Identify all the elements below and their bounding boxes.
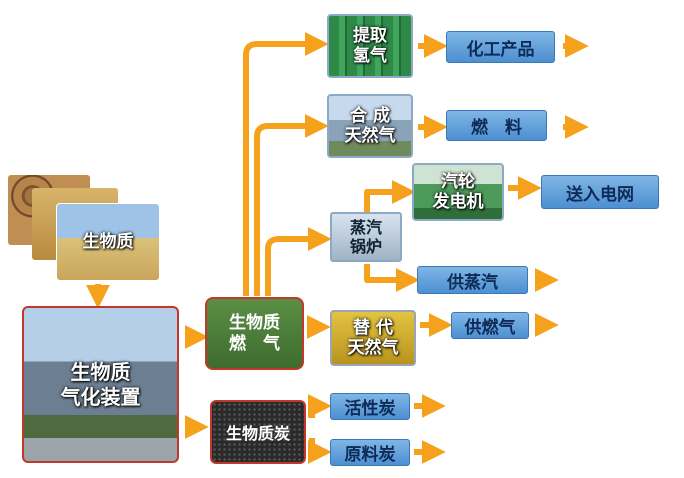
gas-supply-label: 供燃气 [464, 318, 516, 338]
fuel-label: 燃 料 [471, 118, 522, 138]
arrow-gas-to-natgas [254, 114, 329, 296]
arrow-char-to-rawchar [307, 438, 332, 464]
grid-box: 送入电网 [541, 175, 659, 209]
biomass-gas-box: 生物质 燃 气 [205, 297, 304, 370]
arrow-char-to-activated [307, 394, 332, 418]
fuel-box: 燃 料 [446, 110, 547, 141]
raw-char-box: 原料炭 [330, 439, 410, 466]
arrow-gas-to-boiler [265, 227, 332, 296]
raw-char-label: 原料炭 [344, 445, 396, 465]
gasifier-box: 生物质 气化装置 [22, 306, 179, 463]
steam-supply-label: 供蒸汽 [447, 272, 498, 293]
grid-label: 送入电网 [566, 184, 634, 205]
biomass-label: 生物质 [82, 232, 134, 252]
hydrogen-label: 提取 氢气 [353, 26, 387, 66]
turbine-label: 汽轮 发电机 [432, 172, 484, 212]
gas-supply-box: 供燃气 [451, 312, 529, 339]
biomass-char-box: 生物质炭 [210, 400, 306, 464]
chemicals-box: 化工产品 [446, 31, 555, 63]
boiler-label: 蒸汽 锅炉 [349, 218, 382, 256]
activated-carbon-box: 活性炭 [330, 393, 410, 420]
arrow-boiler-to-steam [364, 264, 420, 292]
arrow-boiler-to-turbine [364, 180, 416, 213]
natural-gas-box: 合 成 天然气 [327, 94, 413, 158]
turbine-box: 汽轮 发电机 [412, 163, 504, 221]
substitute-gas-label: 替 代 天然气 [347, 318, 399, 358]
biomass-photo: 生物质 [56, 203, 160, 281]
biomass-char-label: 生物质炭 [225, 424, 290, 443]
arrow-gas-to-hydrogen [243, 32, 329, 296]
activated-carbon-label: 活性炭 [344, 399, 396, 419]
biomass-gas-label: 生物质 燃 气 [229, 312, 280, 354]
steam-supply-box: 供蒸汽 [417, 266, 528, 294]
gasifier-label: 生物质 气化装置 [60, 359, 141, 409]
hydrogen-box: 提取 氢气 [327, 14, 413, 78]
chemicals-label: 化工产品 [466, 39, 535, 60]
boiler-box: 蒸汽 锅炉 [330, 212, 402, 262]
natural-gas-label: 合 成 天然气 [344, 106, 396, 146]
substitute-gas-box: 替 代 天然气 [330, 310, 416, 366]
